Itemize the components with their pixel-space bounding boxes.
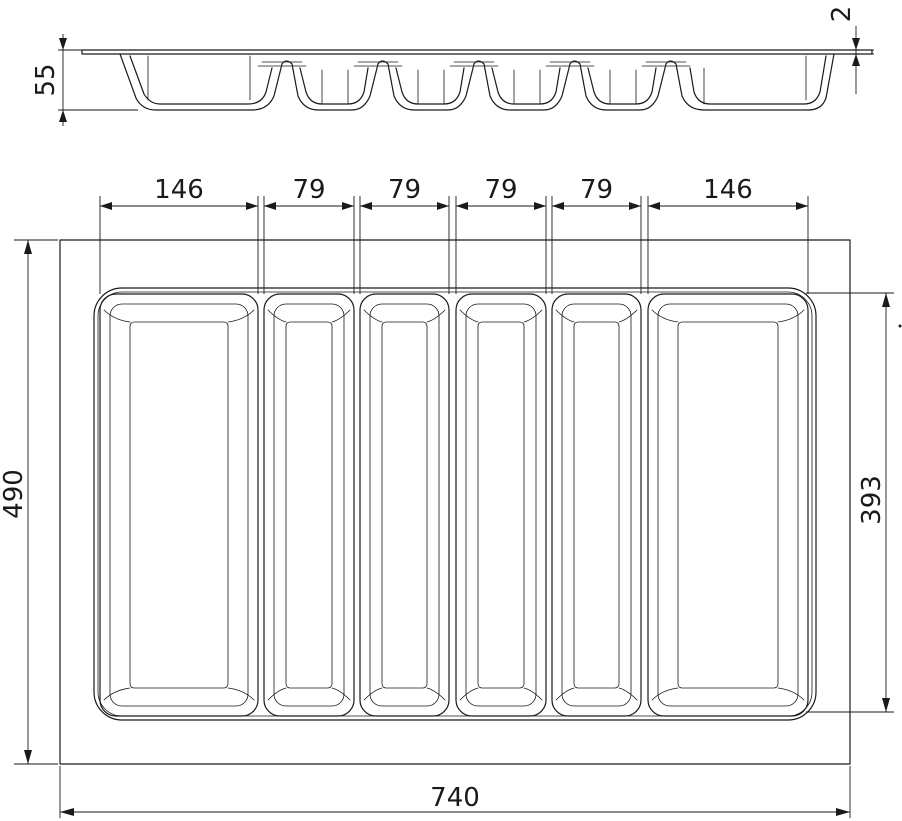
dim-overall-depth-text: 490 [0,469,29,519]
compartment-width-dim: 146 [99,175,259,294]
compartment-width-text: 79 [292,175,325,205]
compartment-width-text: 79 [580,175,613,205]
compartment [647,293,809,717]
compartment-width-dims: 146 79 79 79 79 146 [99,175,809,294]
dim-height-text: 55 [31,63,61,96]
top-view [59,239,851,765]
compartment-width-dim: 146 [647,175,809,294]
compartment-width-dim: 79 [455,175,547,294]
side-profile-outer [119,53,835,111]
compartments [99,293,809,717]
compartment-width-text: 79 [388,175,421,205]
outer-frame [59,239,851,765]
side-rim [81,49,873,55]
compartment [99,293,259,717]
tray-rim-outer [93,287,817,721]
compartment [551,293,642,717]
dim-side-height: 55 [31,34,138,126]
compartment-width-text: 146 [703,175,753,205]
dim-rim-text: 2 [827,6,857,23]
compartment [455,293,547,717]
side-divider-tops [257,61,691,67]
dim-overall-width-text: 740 [430,783,480,813]
dim-inner-depth-text: 393 [857,475,887,525]
dim-overall-depth: 490 [0,239,58,765]
compartment-width-dim: 79 [263,175,355,294]
compartment-width-text: 146 [154,175,204,205]
compartment [359,293,450,717]
compartment-width-text: 79 [484,175,517,205]
tray-rim-inner [97,291,813,717]
dim-overall-width: 740 [59,766,851,818]
side-profile-inner [129,55,827,105]
compartment-width-dim: 79 [359,175,450,294]
dim-side-rim: 2 [827,6,874,94]
side-view [81,49,873,111]
side-edges [147,55,807,105]
compartment [263,293,355,717]
compartment-width-dim: 79 [551,175,642,294]
dim-inner-depth: 393 [806,292,902,713]
